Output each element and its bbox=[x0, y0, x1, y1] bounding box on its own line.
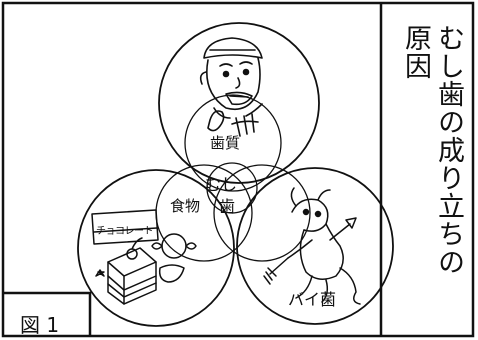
center-label-line-1: むし bbox=[205, 175, 238, 194]
bacteria-label: バイ菌 bbox=[288, 290, 337, 309]
bacteria-circle bbox=[236, 167, 394, 325]
figure-label-box bbox=[3, 291, 92, 336]
venn-teeth bbox=[184, 94, 282, 192]
person-illustration bbox=[199, 37, 263, 137]
title-line-2: 原因 bbox=[400, 24, 431, 80]
center-label-line-2: 歯 bbox=[219, 197, 236, 216]
food-label: 食物 bbox=[170, 197, 201, 215]
figure-label: 図 1 bbox=[20, 313, 60, 337]
teeth-label: 歯質 bbox=[210, 134, 241, 152]
center-ring bbox=[206, 162, 258, 214]
title-line-1: むし歯の成り立ちの bbox=[433, 24, 464, 276]
teeth-circle bbox=[158, 22, 320, 184]
food-circle bbox=[77, 169, 235, 327]
bacteria-illustration bbox=[263, 187, 361, 305]
food-illustration bbox=[91, 209, 197, 305]
venn-bacteria bbox=[213, 164, 311, 262]
chocolate-wrapper-label: チョコレート bbox=[96, 226, 154, 237]
